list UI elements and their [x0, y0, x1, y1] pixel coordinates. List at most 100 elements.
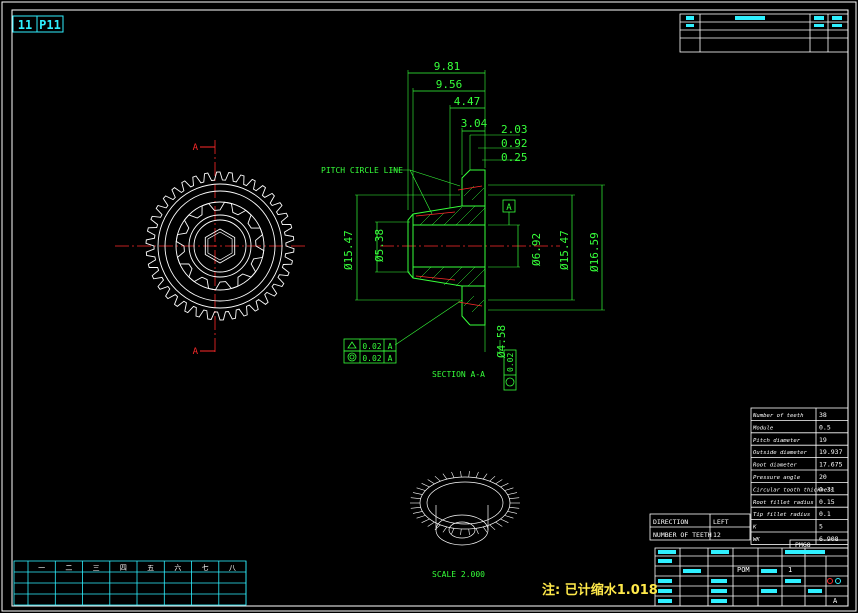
- tol-runout-value: 0.02: [506, 353, 515, 372]
- iso-tooth: [442, 526, 448, 533]
- iso-tooth: [509, 497, 520, 499]
- gear-table-label: Pressure angle: [753, 475, 801, 481]
- scale-label: SCALE 2.000: [432, 570, 485, 579]
- gear-table-label: Number of teeth: [752, 413, 804, 419]
- dim-dia-6-92: Ø6.92: [530, 233, 543, 266]
- page-number: 11: [18, 18, 32, 32]
- tolerance-texts: 0.02 A 0.02 A 0.02: [362, 342, 515, 372]
- tol-row1-value: 0.02: [362, 342, 381, 351]
- gear-table-value: 0.31: [819, 485, 835, 493]
- iso-tooth: [504, 515, 514, 519]
- iso-tooth: [468, 528, 470, 535]
- gear-table-label: Circular tooth thickness: [753, 487, 834, 493]
- gear-table-label: Outside diameter: [753, 450, 808, 456]
- iso-tooth: [427, 521, 435, 527]
- revision-table: [13, 560, 247, 606]
- title-qty: 1: [788, 566, 792, 574]
- title-row-a: A: [833, 597, 838, 605]
- iso-tooth: [412, 511, 423, 514]
- gear-table-value: 19.937: [819, 448, 843, 456]
- gear-table-value: 20: [819, 473, 827, 481]
- dim-dia-15-47-left: Ø15.47: [342, 230, 355, 270]
- tolerance-frames: [343, 338, 517, 391]
- page-badge: 11 P11: [12, 15, 64, 33]
- gear-table-label: WK: [753, 537, 760, 543]
- iso-tooth: [482, 526, 488, 533]
- inner-gear-teeth: [175, 201, 265, 291]
- gear-table-label: K: [752, 525, 757, 531]
- dim-3-04: 3.04: [461, 117, 488, 130]
- iso-tooth: [475, 471, 479, 478]
- title-block-marks: [658, 550, 841, 603]
- gear-table-value: 17.675: [819, 461, 843, 469]
- title-material: POM: [737, 566, 750, 574]
- dim-9-81: 9.81: [434, 60, 461, 73]
- top-strip-marks: [686, 16, 842, 27]
- gear-table-label: Root fillet radius: [753, 500, 814, 506]
- revision-column-label: 四: [120, 564, 127, 572]
- gear-table-value: 19: [819, 436, 827, 444]
- gear-table-label: Root diameter: [753, 463, 797, 469]
- title-block: [654, 539, 849, 607]
- revision-column-label: 一: [38, 564, 45, 572]
- section-label: SECTION A-A: [432, 370, 485, 379]
- iso-tooth: [460, 528, 462, 535]
- section-marker-bottom: A: [193, 347, 199, 357]
- datum-a-label: A: [506, 203, 512, 213]
- tol-row2-datum: A: [388, 354, 393, 363]
- outer-teeth-outline: [145, 171, 295, 321]
- iso-tooth: [507, 511, 518, 514]
- revision-column-label: 六: [174, 563, 181, 572]
- isometric-gear: [410, 471, 520, 546]
- iso-tooth: [412, 492, 423, 495]
- helix-table-text: DIRECTION LEFT NUMBER OF TEETH 12: [653, 518, 729, 539]
- iso-tooth: [507, 492, 518, 495]
- iso-tooth: [509, 507, 520, 509]
- helix-teeth-value: 12: [713, 531, 721, 539]
- iso-tooth: [416, 487, 426, 491]
- iso-tooth: [421, 483, 430, 488]
- iso-tooth: [482, 473, 488, 480]
- page-code: P11: [39, 18, 61, 32]
- title-block-text: PMG8 POM 1 A: [737, 541, 838, 605]
- iso-tooth: [460, 471, 462, 478]
- title-mark: PMG8: [795, 541, 811, 549]
- revision-labels: 一二三四五六七八: [38, 563, 236, 572]
- iso-tooth: [468, 471, 470, 478]
- helix-teeth-label: NUMBER OF TEETH: [653, 531, 712, 539]
- iso-tooth: [410, 497, 421, 499]
- dim-9-56: 9.56: [436, 78, 463, 91]
- iso-tooth: [410, 507, 421, 509]
- iso-tooth: [495, 521, 503, 527]
- iso-tooth: [451, 471, 455, 478]
- iso-tooth: [451, 528, 455, 535]
- gear-table-label: Module: [752, 425, 774, 431]
- revision-column-label: 五: [147, 564, 154, 572]
- inner-teeth-outline: [175, 201, 265, 291]
- gear-table-value: 6.908: [819, 535, 839, 543]
- gear-table-value: 0.5: [819, 423, 831, 431]
- tol-row1-datum: A: [388, 342, 393, 351]
- dim-dia-15-47-right: Ø15.47: [558, 230, 571, 270]
- dim-dia-5-38: Ø5.38: [373, 229, 386, 262]
- iso-tooth: [504, 487, 514, 491]
- dim-2-03: 2.03: [501, 123, 528, 136]
- revision-column-label: 七: [202, 563, 209, 572]
- gear-front-view: A A: [115, 140, 305, 357]
- revision-column-label: 八: [229, 564, 236, 572]
- gear-table-label: Pitch diameter: [753, 438, 801, 444]
- gear-table-value: 5: [819, 523, 823, 531]
- dim-0-92: 0.92: [501, 137, 528, 150]
- dim-dia-16-59: Ø16.59: [588, 232, 601, 272]
- helix-direction-value: LEFT: [713, 518, 729, 526]
- helix-table: [649, 513, 751, 541]
- iso-tooth: [489, 475, 496, 482]
- shrinkage-note: 注: 已计缩水1.018: [542, 582, 658, 598]
- iso-tooth: [442, 473, 448, 480]
- iso-tooth: [489, 524, 496, 531]
- iso-tooth: [416, 515, 426, 519]
- iso-tooth: [500, 483, 509, 488]
